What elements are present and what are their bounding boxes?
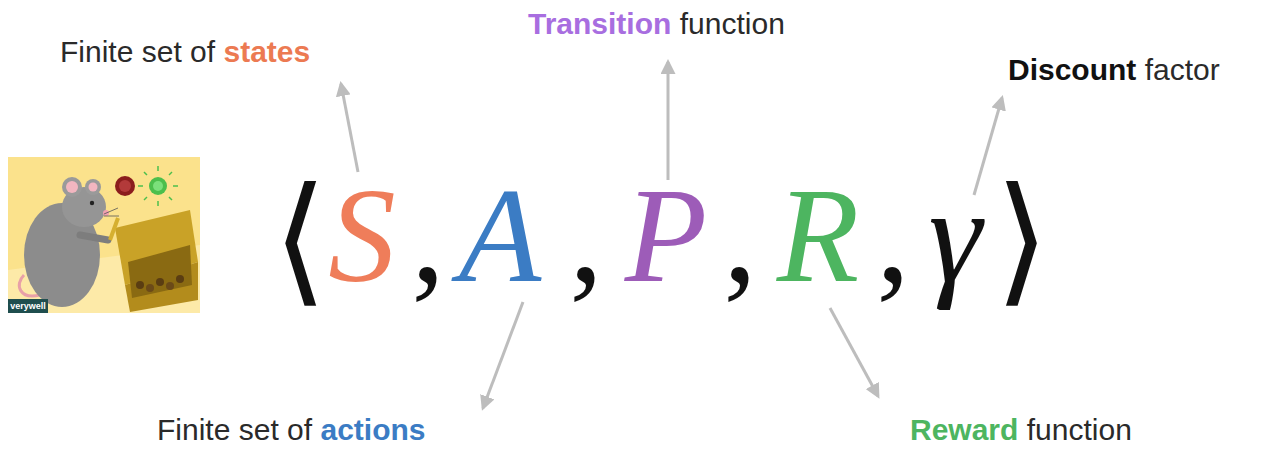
leader-arrow: [667, 62, 670, 180]
tuple-comma: ,: [723, 168, 757, 303]
caption-keyword: Reward: [910, 415, 1018, 445]
caption-text: Finite set of: [60, 37, 215, 67]
leader-arrow: [830, 308, 878, 396]
tuple-symbol: S: [328, 168, 396, 303]
caption-keyword: states: [223, 37, 310, 67]
leader-arrows: [341, 62, 1002, 408]
watermark-badge: [8, 299, 48, 313]
caption-text: factor: [1145, 55, 1220, 85]
tuple-symbol: R: [777, 168, 859, 303]
tuple-comma: ,: [876, 168, 910, 303]
tuple-comma: ,: [411, 168, 445, 303]
caption-keyword: Transition: [528, 9, 671, 39]
tuple-bracket: ⟩: [995, 169, 1050, 309]
caption-keyword: Discount: [1008, 55, 1136, 85]
caption-text: function: [680, 9, 785, 39]
watermark: verywell: [10, 302, 46, 311]
caption-text: function: [1027, 415, 1132, 445]
mouse-illustration: [8, 157, 200, 313]
tuple-symbol: γ: [928, 168, 981, 303]
caption-text: Finite set of: [157, 415, 312, 445]
tuple-bracket: ⟨: [273, 169, 328, 309]
tuple-symbol: A: [459, 168, 541, 303]
caption-keyword: actions: [320, 415, 425, 445]
tuple-symbol: P: [625, 168, 707, 303]
tuple-comma: ,: [569, 168, 603, 303]
leader-arrow: [341, 84, 358, 172]
leader-arrow: [483, 302, 523, 408]
